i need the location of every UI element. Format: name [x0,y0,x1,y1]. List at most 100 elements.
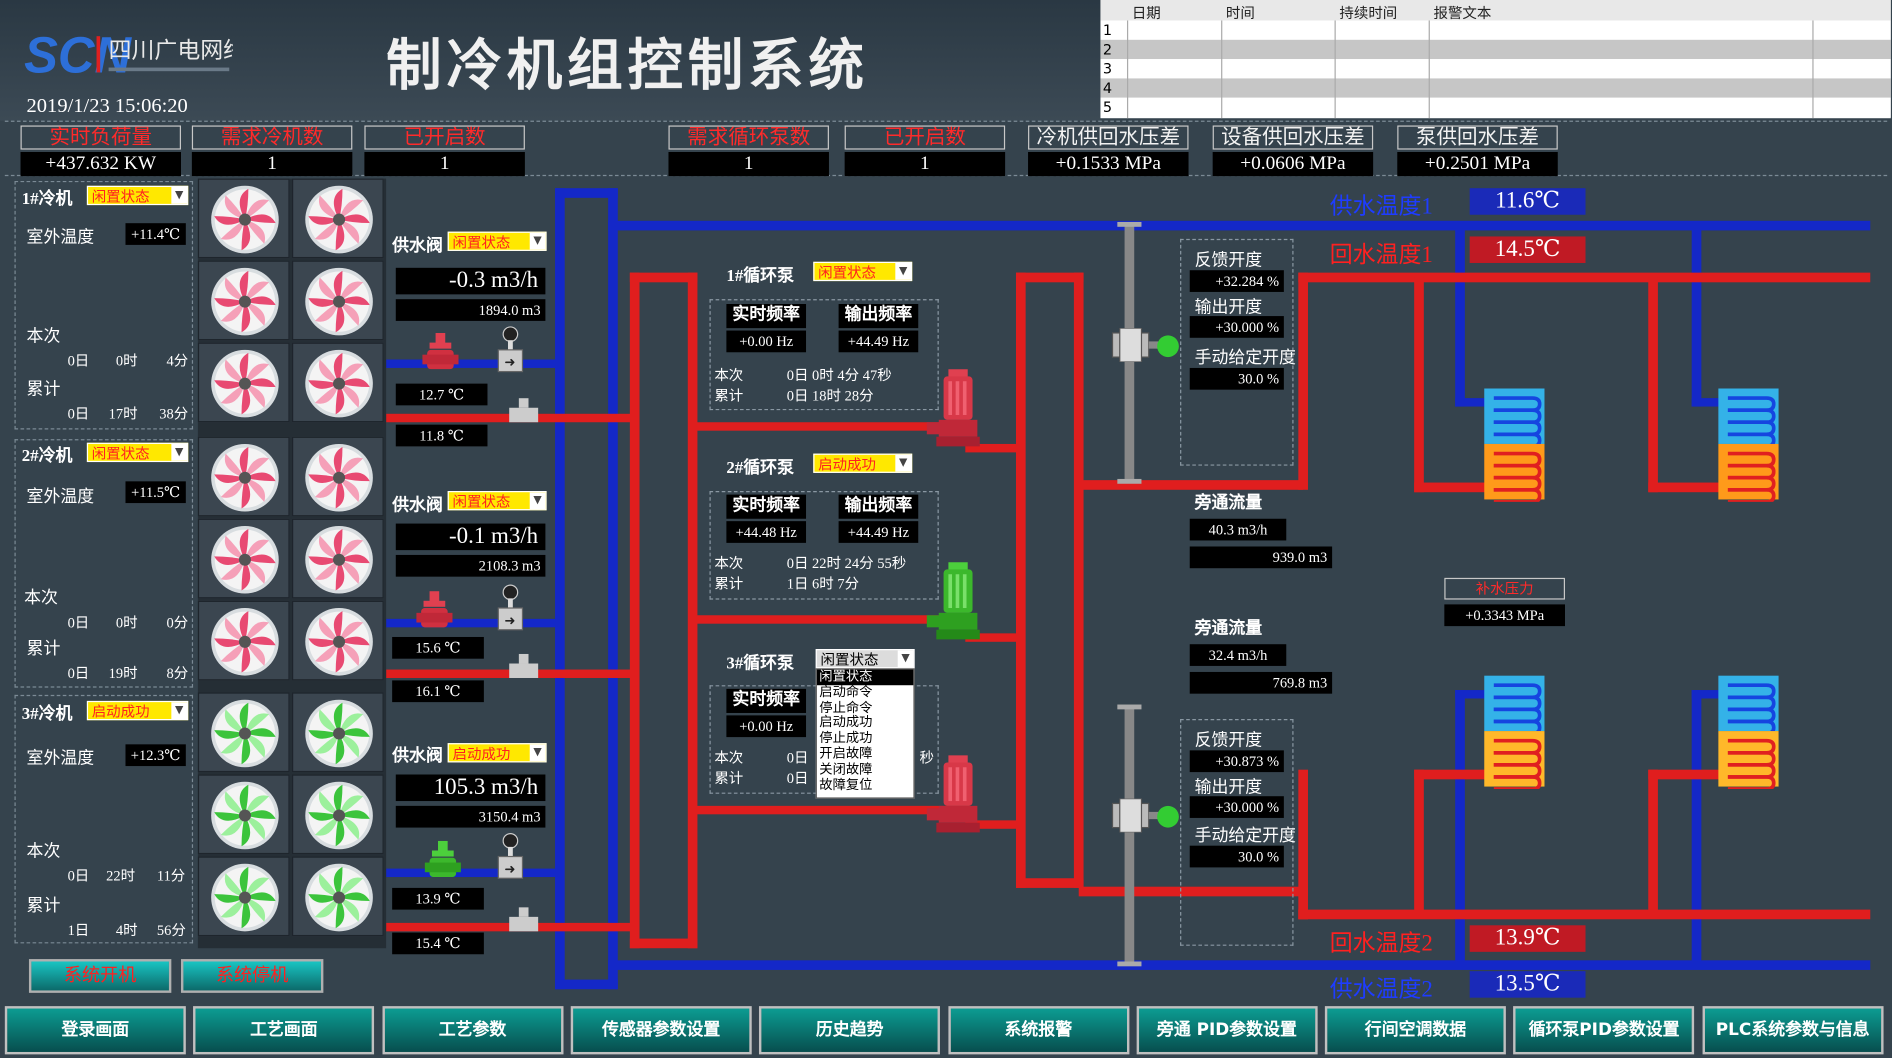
bypass-2-flow: 32.4 m3/h [1189,644,1287,666]
bypass-valve-icon[interactable] [1110,328,1185,362]
branch-return-pipe [1414,277,1424,493]
supply-valve-label: 供水阀 [392,237,443,256]
nav-button[interactable]: 行间空调数据 [1324,1006,1506,1055]
pump-3-icon[interactable] [926,755,985,835]
system-start-button[interactable]: 系统开机 [28,959,172,993]
branch-supply-pipe [1455,225,1465,407]
pid-1-output-value: +30.000 % [1189,316,1284,338]
nav-button[interactable]: PLC系统参数与信息 [1702,1006,1884,1055]
manual-opening-label: 手动给定开度 [1194,827,1296,846]
chiller-1-this-days: 0日 [67,352,90,370]
system-stop-button[interactable]: 系统停机 [180,959,324,993]
logo-text: 四川广电网络 [109,38,233,64]
chiller-2-outdoor-temp: +11.5℃ [125,481,186,504]
chiller-3-this-days: 0日 [67,867,90,885]
status-option[interactable]: 关闭故障 [819,760,873,777]
chiller-1-valve-dropdown[interactable]: 闲置状态▼ [447,231,547,251]
pump-1-panel [709,299,939,411]
chiller-dp-value: +0.1533 MPa [1028,152,1189,177]
pump-2-panel [709,491,939,600]
nav-button[interactable]: 工艺参数 [382,1006,564,1055]
alarm-table-header [1100,0,1891,21]
pump-1-status-dropdown[interactable]: 闲置状态▼ [813,261,913,282]
table-row[interactable]: 2 [1100,39,1891,60]
table-row[interactable]: 1 [1100,20,1891,40]
bypass-valve-icon[interactable] [1110,798,1185,833]
condenser-fan-icon [197,178,290,259]
table-row[interactable]: 5 [1100,97,1891,118]
chiller-1-total-mins: 38分 [159,405,189,423]
chiller-3-status-dropdown[interactable]: 启动成功▼ [86,700,189,721]
pump-3-status-dropdown[interactable]: 闲置状态▼ [815,649,915,669]
return-manifold [629,272,698,283]
supply-valve-label: 供水阀 [392,497,443,516]
pid-1-manual-input[interactable]: 30.0 % [1189,367,1284,390]
return-riser [1298,887,1308,920]
pump-discharge-manifold [1015,272,1026,888]
table-row[interactable]: 4 [1100,78,1891,98]
bypass-flange [1117,221,1142,227]
branch-supply-pipe [1691,398,1728,407]
chiller-2-total-mins: 8分 [166,664,189,682]
chiller-2-total-days: 0日 [67,664,90,682]
pump-2-icon[interactable] [926,562,985,642]
supply-valve-icon[interactable] [424,840,461,887]
status-option[interactable]: 启动命令 [819,683,873,700]
branch-return-pipe [1414,769,1424,915]
status-option[interactable]: 停止成功 [819,730,873,746]
return-temp-1-label: 回水温度1 [1329,242,1433,268]
supply-temp-2-value: 13.5℃ [1469,971,1586,998]
nav-button[interactable]: 旁通 PID参数设置 [1136,1006,1318,1055]
outdoor-temp-label: 室外温度 [26,488,95,507]
status-option[interactable]: 停止命令 [819,699,873,715]
supply-pipe [555,188,565,990]
divider [1812,20,1814,119]
chiller-2-this-days: 0日 [67,614,90,631]
return-riser [1298,769,1308,897]
chiller-1-panel [14,180,194,430]
table-row[interactable]: 3 [1100,59,1891,79]
ac-coil-icon [1718,675,1779,789]
pump-2-status-dropdown[interactable]: 启动成功▼ [813,453,913,473]
chiller-1-this-hours: 0时 [115,352,138,370]
flowmeter-icon: ➜ [497,584,524,631]
bypass-1-volume: 939.0 m3 [1189,546,1333,569]
makeup-pressure-label: 补水压力 [1444,577,1565,600]
status-option[interactable]: 闲置状态 [816,669,914,685]
nav-button[interactable]: 工艺画面 [193,1006,375,1055]
chiller-supply-pipe [386,359,558,368]
runtime-total-label: 累计 [714,769,744,787]
bypass-flow-label: 旁通流量 [1194,494,1263,513]
chiller-3-valve-dropdown[interactable]: 启动成功▼ [447,743,547,763]
chevron-down-icon: ▼ [895,454,912,472]
chiller-2-valve-dropdown[interactable]: 闲置状态▼ [447,491,547,511]
nav-button[interactable]: 循环泵PID参数设置 [1513,1006,1695,1055]
supply-valve-icon[interactable] [422,332,459,379]
pid-2-manual-input[interactable]: 30.0 % [1189,845,1284,868]
nav-button[interactable]: 系统报警 [947,1006,1129,1055]
chiller-1-status-dropdown[interactable]: 闲置状态▼ [86,185,189,206]
branch-return-pipe [1648,769,1658,915]
return-manifold [629,938,698,949]
alarm-table[interactable]: 日期 时间 持续时间 报警文本 1 2 3 4 5 [1100,0,1891,119]
chiller-2-status-dropdown[interactable]: 闲置状态▼ [86,442,189,463]
branch-return-pipe [1414,769,1492,780]
pump-1-icon[interactable] [926,369,985,449]
nav-button[interactable]: 历史趋势 [759,1006,941,1055]
return-riser [1298,272,1308,490]
supply-pipe [608,188,618,990]
nav-button[interactable]: 传感器参数设置 [570,1006,752,1055]
runtime-total-label: 累计 [26,897,61,916]
status-option[interactable]: 开启故障 [819,745,873,762]
chiller-1-total-days: 0日 [67,405,90,423]
status-option[interactable]: 故障复位 [819,776,873,793]
supply-valve-icon[interactable] [416,591,453,637]
pump-3-status-options[interactable]: 闲置状态启动命令停止命令启动成功停止成功开启故障关闭故障故障复位 [815,668,915,799]
branch-supply-pipe [1691,690,1702,966]
status-option[interactable]: 启动成功 [819,714,873,731]
outdoor-temp-label: 室外温度 [26,229,95,248]
nav-button[interactable]: 登录画面 [4,1006,186,1055]
condenser-fan-icon [197,600,290,681]
feedback-opening-label: 反馈开度 [1194,732,1263,751]
condenser-fan-icon [197,692,290,773]
